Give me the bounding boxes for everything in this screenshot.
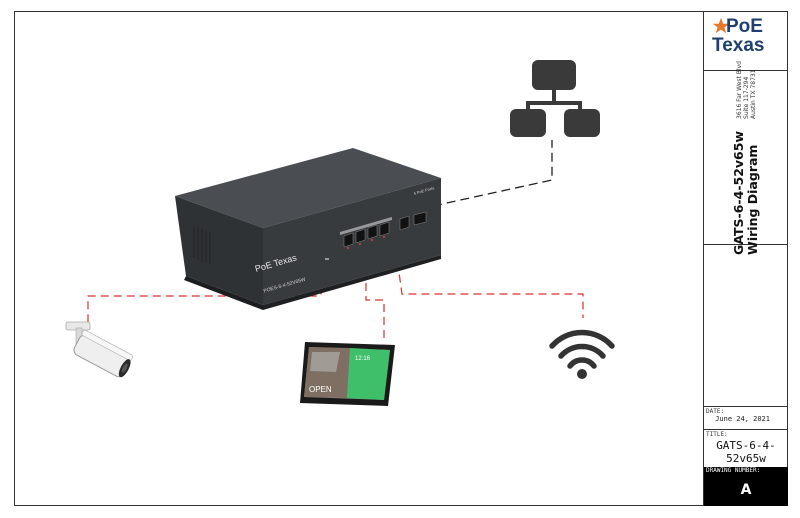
drawing-frame bbox=[14, 11, 788, 506]
drawing-name: GATS-6-4-52v65w Wiring Diagram 3616 Far … bbox=[731, 61, 760, 255]
security-camera-icon bbox=[65, 321, 134, 378]
drawing-number-value: A bbox=[740, 482, 752, 498]
tablet-open-label: OPEN bbox=[309, 385, 332, 394]
ethernet-ports bbox=[343, 211, 427, 248]
drawing-title: GATS-6-4-52v65w bbox=[731, 130, 746, 255]
drawing-number-cell: DRAWING NUMBER: A bbox=[704, 467, 788, 506]
blank-cell bbox=[704, 245, 788, 407]
drawing-subtitle: Wiring Diagram bbox=[745, 144, 760, 255]
star-icon bbox=[712, 17, 730, 34]
tablet-time: 12:16 bbox=[355, 356, 371, 362]
date-value: June 24, 2021 bbox=[715, 415, 770, 423]
logo-line-1: PoE bbox=[726, 16, 763, 37]
title-cell: TITLE: GATS-6-4-52v65w bbox=[704, 430, 788, 467]
address-line-2: Suite 117-294 bbox=[742, 76, 750, 119]
title-value: GATS-6-4-52v65w bbox=[716, 439, 776, 465]
switch-port-label: 4 PoE Ports bbox=[413, 185, 435, 196]
drawing-number-label: DRAWING NUMBER: bbox=[706, 467, 761, 474]
date-label: DATE: bbox=[706, 408, 725, 415]
network-icon bbox=[510, 60, 600, 137]
address-line-3: Austin TX 78731 bbox=[749, 69, 757, 119]
logo-line-2: Texas bbox=[712, 35, 765, 56]
wifi-icon bbox=[549, 329, 615, 379]
poe-switch: PoE Texas POES-6-4-52V65W 4 PoE Ports bbox=[175, 148, 441, 310]
title-block: PoE Texas GATS-6-4-52v65w Wiring Diagram… bbox=[703, 11, 788, 506]
network-uplink-line bbox=[432, 140, 553, 207]
company-logo: PoE Texas bbox=[712, 16, 764, 55]
address-line-1: 3616 Far West Blvd bbox=[735, 61, 743, 119]
company-address: 3616 Far West Blvd Suite 117-294 Austin … bbox=[736, 61, 757, 119]
title-label: TITLE: bbox=[706, 431, 728, 438]
logo-cell: PoE Texas bbox=[704, 11, 788, 71]
door-tablet: 12:16 OPEN bbox=[300, 342, 395, 406]
drawing-name-cell: GATS-6-4-52v65w Wiring Diagram 3616 Far … bbox=[704, 61, 788, 255]
date-cell: DATE: June 24, 2021 bbox=[704, 407, 788, 430]
